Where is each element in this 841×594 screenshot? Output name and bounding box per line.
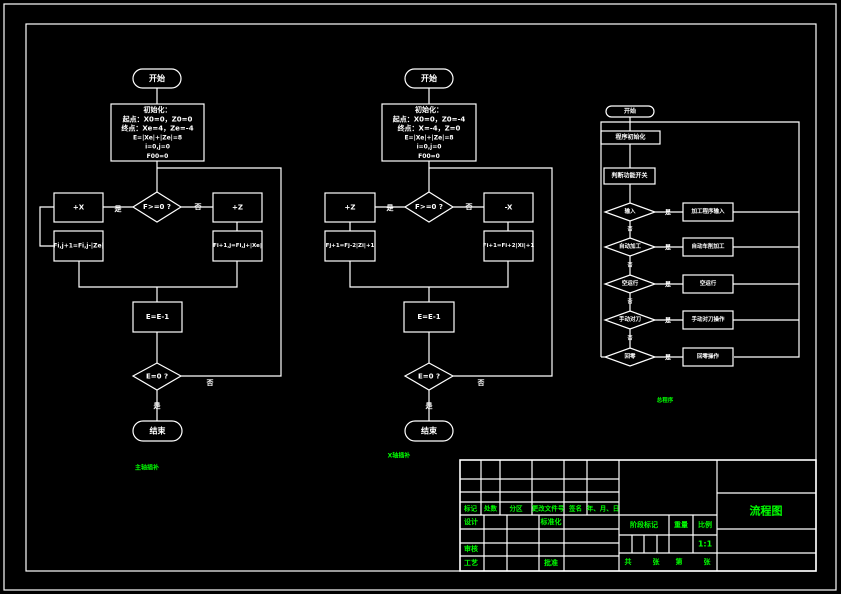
yes-label: 是 bbox=[114, 204, 123, 213]
init-line: E=|Xe|+|Ze|=8 bbox=[404, 134, 453, 141]
no-label: 否 bbox=[627, 262, 632, 269]
end-label: 结束 bbox=[150, 426, 167, 436]
update-left-label: Fi,j+1=Fi,j-|Ze| bbox=[53, 243, 104, 250]
end-label: 结束 bbox=[421, 426, 438, 436]
step-left-label: +X bbox=[73, 204, 85, 212]
decision-e-label: E=0 ? bbox=[146, 373, 168, 381]
design-label: 设计 bbox=[464, 517, 478, 526]
review-label: 审核 bbox=[464, 544, 478, 553]
decision-label: F>=0 ? bbox=[143, 203, 171, 211]
sheets-total-label: 共 bbox=[625, 557, 632, 566]
start-label: 开始 bbox=[421, 73, 437, 83]
sheets-unit-label: 张 bbox=[653, 557, 661, 566]
flowchart-main-program: 开始 程序初始化 判断功能开关 输入是加工程序输入否自动加工是自动车削加工否空运… bbox=[600, 105, 800, 404]
title-block: 标记处数分区更改文件号签名年、月、日 设计 标准化 审核 工艺 批准 阶段标记 … bbox=[459, 459, 817, 572]
sheet-no-label: 第 bbox=[676, 557, 683, 566]
counter-label: E=E-1 bbox=[146, 313, 169, 321]
action-label: 自动车削加工 bbox=[691, 242, 725, 250]
counter-label: E=E-1 bbox=[417, 313, 440, 321]
yes-label-2: 是 bbox=[425, 401, 434, 410]
action-box bbox=[682, 347, 734, 367]
yes-label: 是 bbox=[664, 354, 672, 362]
decision-label: F>=0 ? bbox=[415, 203, 443, 211]
title-block-header-cell: 签名 bbox=[568, 504, 582, 513]
title-block-header-cell: 更改文件号 bbox=[532, 504, 565, 513]
step-right-label: +Z bbox=[232, 204, 243, 212]
start-label: 开始 bbox=[149, 73, 165, 83]
init-line: i=0,j=0 bbox=[145, 144, 170, 151]
scale-label: 比例 bbox=[698, 520, 712, 529]
no-label: 否 bbox=[627, 298, 632, 305]
init-line: F00=0 bbox=[418, 153, 440, 160]
update-right-label: Fi+1=Fi+2|Xi|+1 bbox=[483, 243, 535, 249]
stage-mark-label: 阶段标记 bbox=[630, 520, 658, 529]
inner-frame bbox=[25, 23, 817, 572]
yes-label: 是 bbox=[664, 244, 672, 252]
end-terminal bbox=[132, 420, 183, 442]
decision-e-label: E=0 ? bbox=[418, 373, 440, 381]
init-program-label: 程序初始化 bbox=[614, 133, 645, 141]
step-left-label: +Z bbox=[345, 204, 356, 212]
yes-label: 是 bbox=[386, 203, 395, 212]
decision-label: 空运行 bbox=[622, 279, 639, 287]
init-text: 初始化：起点：X0=0，Z0=-4终点：X=-4，Z=0E=|Xe|+|Ze|=… bbox=[392, 105, 466, 160]
decision-label: 回零 bbox=[624, 352, 636, 360]
standardize-label: 标准化 bbox=[540, 517, 562, 526]
init-text: 初始化：起点：X0=0，Z0=0终点：Xe=4，Ze=-4E=|Xe|+|Ze|… bbox=[121, 105, 193, 160]
flowchart-caption: 总程序 bbox=[657, 396, 674, 404]
yes-label: 是 bbox=[664, 209, 672, 217]
no-label: 否 bbox=[627, 335, 632, 342]
action-label: 手动对刀操作 bbox=[691, 315, 725, 323]
no-label: 否 bbox=[627, 226, 632, 233]
update-left-label: Fj+1=Fj-2|Zi|+1 bbox=[326, 243, 375, 249]
approve-label: 批准 bbox=[544, 558, 558, 567]
yes-label-2: 是 bbox=[153, 401, 162, 410]
action-label: 空运行 bbox=[700, 279, 717, 287]
init-line: 终点：Xe=4，Ze=-4 bbox=[121, 124, 193, 133]
decision-label: 自动加工 bbox=[619, 242, 642, 250]
no-label: 否 bbox=[465, 203, 473, 211]
init-line: 起点：X0=0，Z0=-4 bbox=[392, 114, 466, 123]
flowchart-spindle-interpolation: 开始 初始化：起点：X0=0，Z0=0终点：Xe=4，Ze=-4E=|Xe|+|… bbox=[39, 68, 282, 472]
action-label: 加工程序输入 bbox=[690, 207, 725, 215]
decision-label: 输入 bbox=[624, 207, 636, 215]
decision-label: 手动对刀 bbox=[619, 315, 642, 323]
title-block-header-cell: 分区 bbox=[510, 504, 524, 513]
outer-frame bbox=[3, 3, 837, 591]
scale-value: 1:1 bbox=[698, 540, 713, 549]
weight-label: 重量 bbox=[674, 520, 688, 529]
init-line: 初始化： bbox=[415, 105, 443, 114]
init-line: 终点：X=-4，Z=0 bbox=[398, 124, 461, 133]
no-label-2: 否 bbox=[477, 379, 485, 387]
decision-f-sign bbox=[131, 191, 183, 223]
init-line: i=0,j=0 bbox=[417, 144, 442, 151]
no-label: 否 bbox=[194, 203, 202, 211]
init-line: F00=0 bbox=[147, 153, 169, 160]
title-block-header-cell: 标记 bbox=[463, 504, 478, 513]
yes-label: 是 bbox=[664, 281, 672, 289]
decision-diamond bbox=[603, 347, 657, 367]
flowchart-caption: X轴插补 bbox=[388, 452, 411, 460]
no-label-2: 否 bbox=[206, 379, 214, 387]
flowchart-x-axis-interpolation: 开始 初始化：起点：X0=0，Z0=-4终点：X=-4，Z=0E=|Xe|+|Z… bbox=[324, 68, 553, 460]
title-block-header-cell: 处数 bbox=[483, 504, 498, 513]
process-label: 工艺 bbox=[464, 558, 478, 567]
init-line: 初始化： bbox=[144, 105, 172, 114]
update-right-label: Fi+1,j=Fi,j+|Xe| bbox=[213, 243, 262, 249]
yes-label: 是 bbox=[664, 317, 672, 325]
step-right-label: -X bbox=[505, 204, 513, 212]
action-label: 回零操作 bbox=[697, 352, 720, 360]
end-terminal bbox=[404, 420, 454, 442]
drawing-title: 流程图 bbox=[750, 504, 783, 518]
check-switch-label: 判断功能开关 bbox=[611, 172, 647, 180]
title-block-header-cell: 年、月、日 bbox=[587, 504, 620, 513]
flowchart-caption: 主轴插补 bbox=[135, 464, 159, 472]
decision-f-sign bbox=[403, 191, 455, 223]
init-line: E=|Xe|+|Ze|=8 bbox=[133, 134, 182, 141]
sheets-unit-label-2: 张 bbox=[704, 557, 712, 566]
init-line: 起点：X0=0，Z0=0 bbox=[122, 114, 193, 123]
start-label: 开始 bbox=[624, 107, 636, 115]
